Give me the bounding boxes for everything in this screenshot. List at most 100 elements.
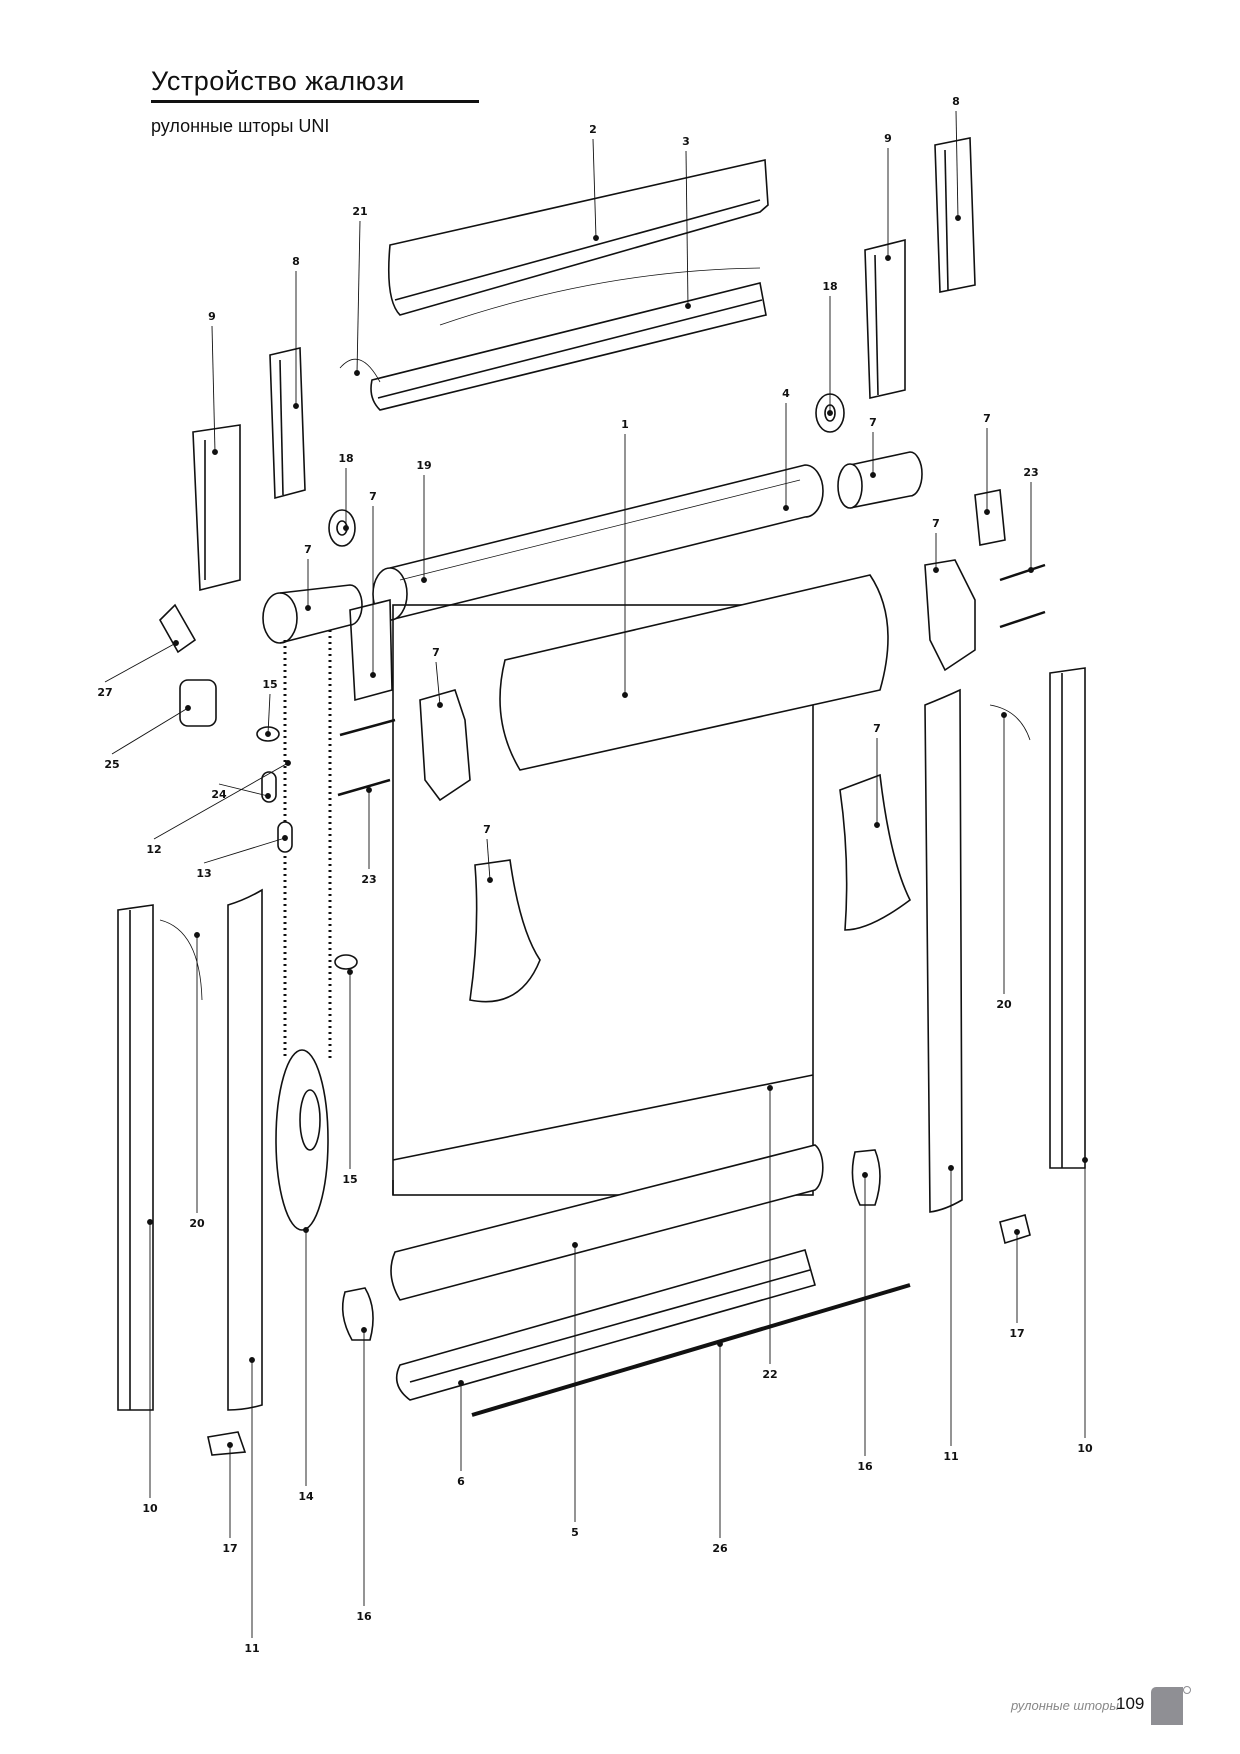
callout-dot — [265, 793, 271, 799]
part-guide-rail-10-left — [117, 904, 154, 1411]
callout-label: 7 — [369, 490, 377, 503]
callout-label: 7 — [869, 416, 877, 429]
callout-label: 26 — [712, 1542, 728, 1555]
callout-leader-line — [592, 138, 597, 239]
callout-dot — [305, 605, 311, 611]
callout-leader-line — [486, 838, 491, 881]
callout-dot — [933, 567, 939, 573]
callout-dot — [227, 1442, 233, 1448]
callout-label: 7 — [983, 412, 991, 425]
callout-dot — [487, 877, 493, 883]
callout-dot — [955, 215, 961, 221]
callout-leader-line — [111, 707, 189, 755]
callout-label: 17 — [222, 1542, 237, 1555]
callout-dot — [212, 449, 218, 455]
part-control-mechanism-right — [924, 559, 976, 672]
callout-dot — [458, 1380, 464, 1386]
callout-dot — [1028, 567, 1034, 573]
part-clip-17-right — [999, 1214, 1031, 1245]
callout-dot — [303, 1227, 309, 1233]
callout-label: 11 — [943, 1450, 958, 1463]
callout-label: 4 — [782, 387, 790, 400]
callout-leader-line — [153, 762, 289, 840]
callout-label: 10 — [142, 1502, 158, 1515]
part-guide-rail-10-right — [1049, 667, 1086, 1169]
page-subtitle: рулонные шторы UNI — [151, 116, 330, 136]
part-washer-18-left — [328, 509, 356, 547]
callout-dot — [282, 835, 288, 841]
callout-label: 16 — [857, 1460, 873, 1473]
part-bottom-profile — [395, 1249, 816, 1401]
callout-label: 2 — [589, 123, 597, 136]
callout-label: 23 — [1023, 466, 1038, 479]
callout-leader-line — [218, 783, 269, 797]
callout-dot — [361, 1327, 367, 1333]
callout-dot — [265, 731, 271, 737]
callout-dot — [717, 1341, 723, 1347]
callout-label: 7 — [483, 823, 491, 836]
part-guide-rail-11-left — [227, 888, 263, 1411]
callout-label: 7 — [304, 543, 312, 556]
callout-leader-line — [211, 325, 216, 453]
callout-dot — [767, 1085, 773, 1091]
callout-dot — [685, 303, 691, 309]
callout-leader-line — [104, 642, 177, 683]
footer-section: рулонные шторы — [1011, 1698, 1119, 1713]
callout-dot — [354, 370, 360, 376]
callout-label: 23 — [361, 873, 376, 886]
callout-label: 13 — [196, 867, 211, 880]
callout-dot — [293, 403, 299, 409]
part-25 — [179, 679, 217, 727]
part-bottom-bar-cover — [390, 1144, 824, 1301]
callout-dot — [370, 672, 376, 678]
callout-label: 6 — [457, 1475, 465, 1488]
callout-label: 18 — [822, 280, 837, 293]
page-tab-marker — [1151, 1687, 1183, 1725]
part-bracket-9-right — [864, 238, 906, 399]
callout-label: 24 — [211, 788, 227, 801]
callout-leader-line — [267, 693, 271, 735]
part-bracket-8-left — [269, 346, 306, 500]
callout-label: 9 — [208, 310, 216, 323]
callout-dot — [1001, 712, 1007, 718]
callout-label: 8 — [952, 95, 960, 108]
callout-dot — [827, 410, 833, 416]
part-end-cap-16-left — [341, 1287, 374, 1341]
callout-dot — [1014, 1229, 1020, 1235]
page-tab-dot — [1183, 1686, 1191, 1694]
callout-dot — [1082, 1157, 1088, 1163]
callout-dot — [593, 235, 599, 241]
part-roller-tube — [389, 464, 824, 621]
callout-label: 21 — [352, 205, 367, 218]
part-fabric — [392, 604, 814, 1196]
part-weight-rod — [471, 1283, 911, 1417]
callout-label: 14 — [298, 1490, 314, 1503]
callout-label: 11 — [244, 1642, 259, 1655]
callout-dot — [572, 1242, 578, 1248]
callout-dot — [173, 640, 179, 646]
callout-dot — [347, 969, 353, 975]
callout-label: 16 — [356, 1610, 372, 1623]
callout-label: 15 — [262, 678, 277, 691]
callout-dot — [783, 505, 789, 511]
callout-dot — [194, 932, 200, 938]
part-control-mechanism-left — [419, 689, 471, 802]
callout-dot — [366, 787, 372, 793]
part-side-cover-right — [839, 773, 912, 931]
callout-label: 7 — [932, 517, 940, 530]
callout-dot — [622, 692, 628, 698]
callout-dot — [885, 255, 891, 261]
callout-dot — [874, 822, 880, 828]
callout-label: 8 — [292, 255, 300, 268]
callout-label: 5 — [571, 1526, 579, 1539]
callout-label: 20 — [189, 1217, 205, 1230]
callout-label: 22 — [762, 1368, 777, 1381]
callout-dot — [948, 1165, 954, 1171]
callout-label: 12 — [146, 843, 161, 856]
callout-label: 25 — [104, 758, 119, 771]
callout-label: 9 — [884, 132, 892, 145]
callout-dot — [285, 760, 291, 766]
callout-label: 7 — [432, 646, 440, 659]
callout-dot — [343, 525, 349, 531]
